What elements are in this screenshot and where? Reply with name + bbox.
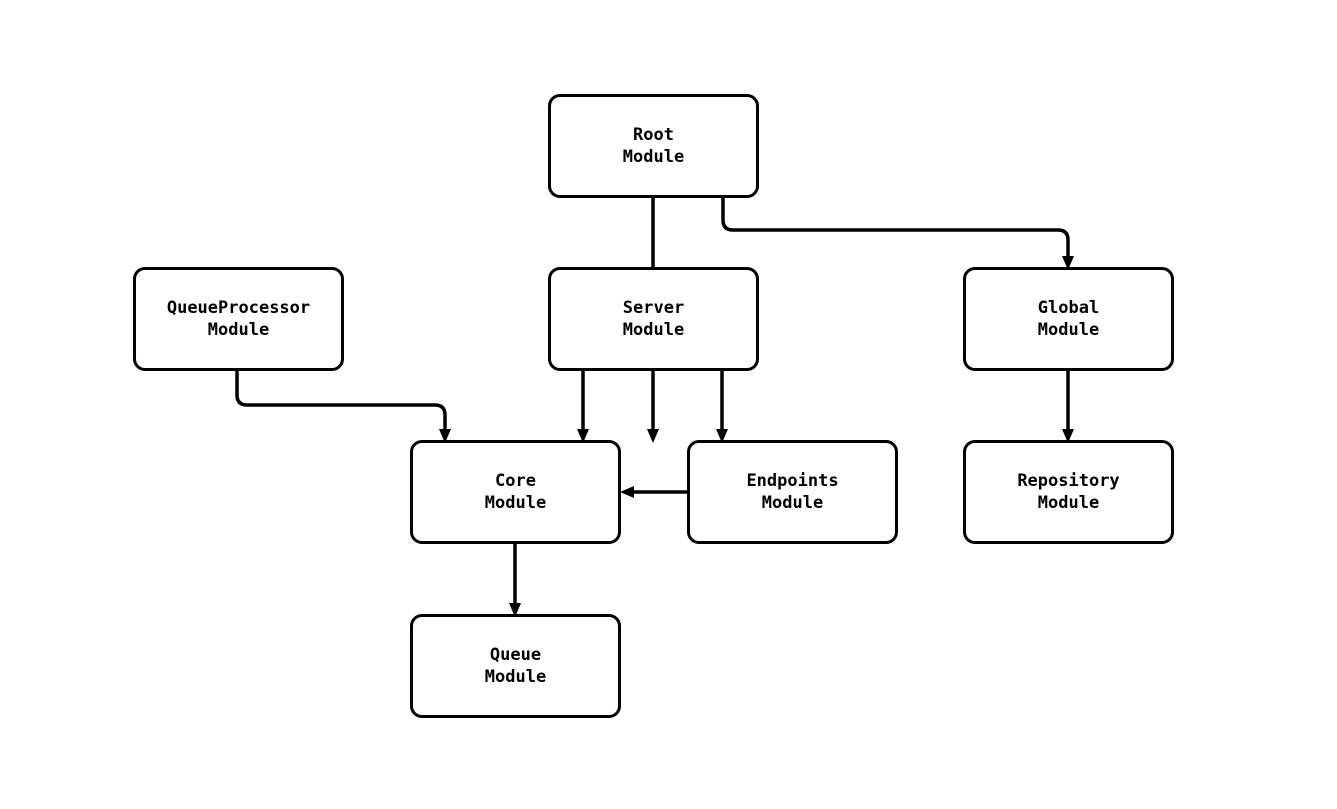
node-queue-module[interactable]: Queue Module	[410, 614, 621, 718]
edge-root-to-global	[721, 198, 1074, 270]
node-server-module-line2: Module	[622, 320, 685, 340]
node-core-module[interactable]: Core Module	[410, 440, 621, 544]
node-endpoints-module[interactable]: Endpoints Module	[687, 440, 898, 544]
node-repository-module[interactable]: Repository Module	[963, 440, 1174, 544]
node-repository-module-line1: Repository	[1017, 471, 1120, 491]
node-repository-module-line2: Module	[1037, 493, 1100, 513]
node-queueprocessor-module-line2: Module	[207, 320, 270, 340]
node-queueprocessor-module-line1: QueueProcessor	[166, 298, 311, 318]
node-endpoints-module-line2: Module	[761, 493, 824, 513]
node-core-module-line2: Module	[484, 493, 547, 513]
node-queue-module-line1: Queue	[489, 645, 542, 665]
node-global-module-line1: Global	[1037, 298, 1100, 318]
node-global-module[interactable]: Global Module	[963, 267, 1174, 371]
node-queue-module-line2: Module	[484, 667, 547, 687]
node-root-module-line1: Root	[633, 125, 674, 145]
node-server-module[interactable]: Server Module	[548, 267, 759, 371]
node-server-module-line1: Server	[622, 298, 685, 318]
node-root-module[interactable]: Root Module	[548, 94, 759, 198]
node-core-module-line1: Core	[495, 471, 536, 491]
node-root-module-line2: Module	[622, 147, 685, 167]
node-endpoints-module-line1: Endpoints	[746, 471, 839, 491]
edge-queueprocessor-to-core	[235, 371, 451, 443]
node-global-module-line2: Module	[1037, 320, 1100, 340]
node-queueprocessor-module[interactable]: QueueProcessor Module	[133, 267, 344, 371]
